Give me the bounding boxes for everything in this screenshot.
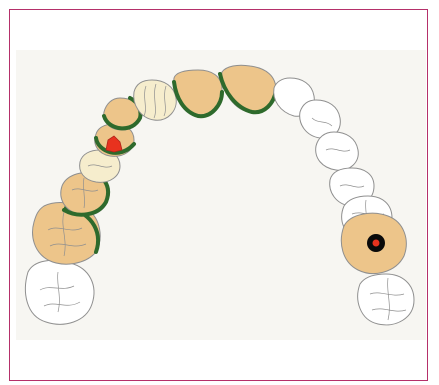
tooth-left-first-premolar: [316, 132, 359, 170]
tooth-right-third-molar: [25, 260, 94, 324]
perforation-core: [373, 240, 380, 247]
tooth-left-third-molar: [358, 274, 414, 325]
tooth-left-second-molar: [341, 213, 406, 273]
